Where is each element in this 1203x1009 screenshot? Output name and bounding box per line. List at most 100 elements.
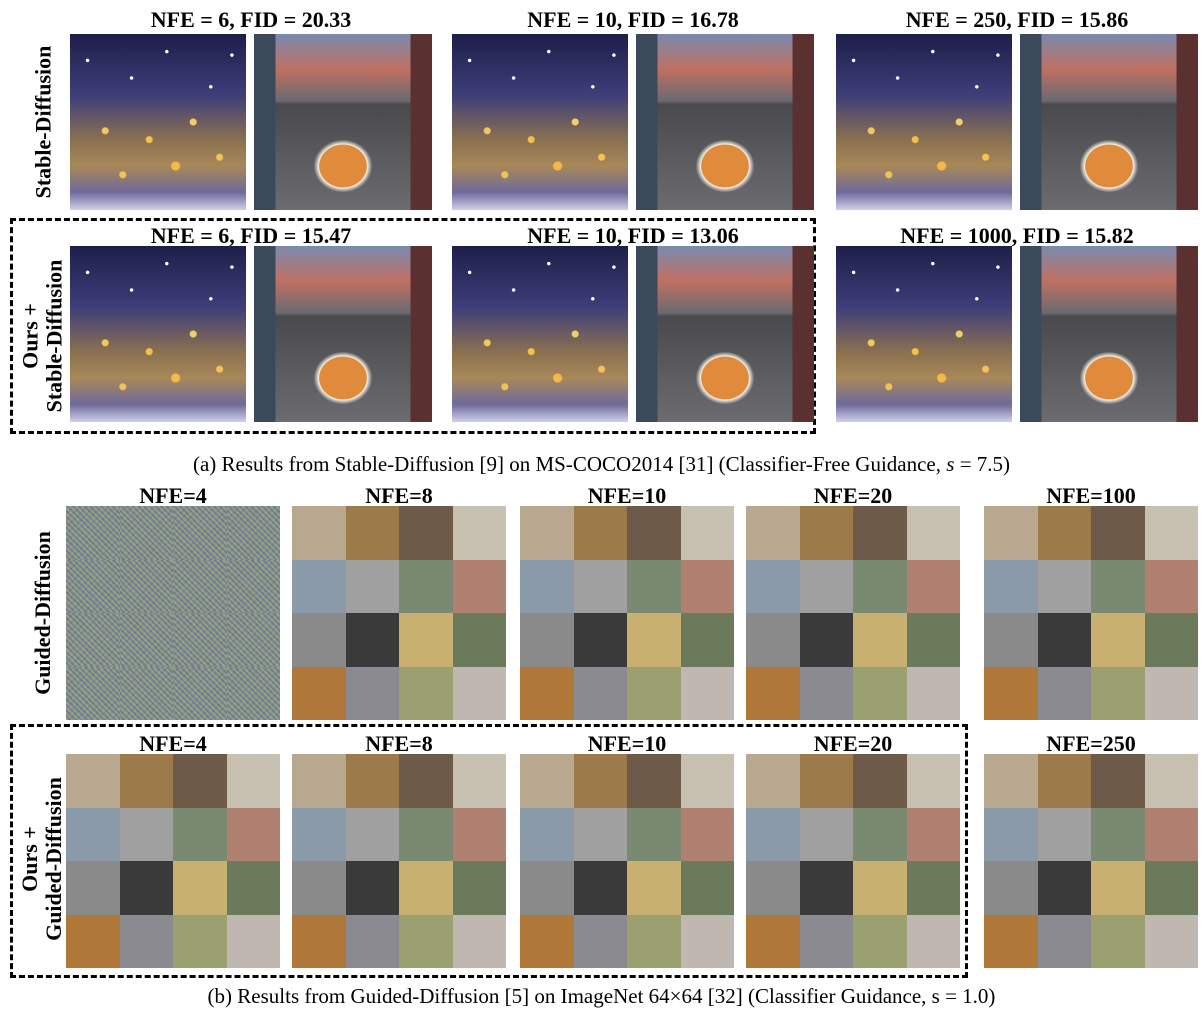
grid-tile <box>984 613 1038 667</box>
grid-tile <box>573 914 627 968</box>
grid-tile <box>1144 506 1198 560</box>
grid-tile <box>66 754 120 808</box>
grid-tile <box>1144 754 1198 808</box>
grid-tile <box>1091 754 1145 808</box>
grid-tile <box>119 807 173 861</box>
grid-tile <box>906 666 960 720</box>
grid-tile <box>1037 914 1091 968</box>
grid-tile <box>853 914 907 968</box>
image-village <box>70 34 246 210</box>
grid-tile <box>984 807 1038 861</box>
image-corgi-street <box>1020 34 1198 210</box>
grid-tile <box>292 754 346 808</box>
grid-tile <box>573 754 627 808</box>
grid-tile <box>906 807 960 861</box>
grid-tile <box>292 807 346 861</box>
grid-tile <box>853 559 907 613</box>
image-village <box>836 34 1012 210</box>
header-ours-gd-nfe20: NFE=20 <box>813 731 893 756</box>
grid-tile <box>66 613 120 667</box>
grid-tile <box>799 754 853 808</box>
grid-tile <box>680 754 734 808</box>
grid-tile <box>906 506 960 560</box>
image-village <box>70 246 246 422</box>
grid-tile <box>399 613 453 667</box>
grid-tile <box>1091 666 1145 720</box>
grid-tile <box>906 861 960 915</box>
grid-tile <box>680 861 734 915</box>
grid-tile <box>680 559 734 613</box>
grid-tile <box>292 914 346 968</box>
grid-tile <box>799 559 853 613</box>
grid-tile <box>226 666 280 720</box>
image-corgi-street <box>1020 246 1198 422</box>
grid-tile <box>399 807 453 861</box>
image-grid <box>746 754 960 968</box>
grid-tile <box>627 613 681 667</box>
grid-tile <box>452 807 506 861</box>
grid-tile <box>292 559 346 613</box>
grid-tile <box>746 506 800 560</box>
grid-tile <box>680 506 734 560</box>
grid-tile <box>345 559 399 613</box>
image-village <box>452 34 628 210</box>
grid-tile <box>906 754 960 808</box>
grid-tile <box>399 506 453 560</box>
grid-tile <box>627 559 681 613</box>
grid-tile <box>452 914 506 968</box>
grid-tile <box>520 666 574 720</box>
grid-tile <box>66 807 120 861</box>
image-grid <box>292 754 506 968</box>
grid-tile <box>173 807 227 861</box>
header-sd-nfe6: NFE = 6, FID = 20.33 <box>150 7 352 32</box>
grid-tile <box>452 559 506 613</box>
image-grid <box>984 506 1198 720</box>
grid-tile <box>853 613 907 667</box>
grid-tile <box>345 613 399 667</box>
grid-tile <box>226 506 280 560</box>
grid-tile <box>119 914 173 968</box>
grid-tile <box>984 861 1038 915</box>
grid-tile <box>799 506 853 560</box>
grid-tile <box>1144 914 1198 968</box>
grid-tile <box>746 861 800 915</box>
grid-tile <box>853 861 907 915</box>
grid-tile <box>399 861 453 915</box>
grid-tile <box>1091 861 1145 915</box>
grid-tile <box>1037 506 1091 560</box>
grid-tile <box>853 506 907 560</box>
grid-tile <box>853 754 907 808</box>
caption-b: (b) Results from Guided-Diffusion [5] on… <box>207 984 996 1008</box>
grid-tile <box>452 754 506 808</box>
header-gd-nfe10: NFE=10 <box>587 483 667 508</box>
grid-tile <box>226 613 280 667</box>
image-grid <box>520 506 734 720</box>
grid-tile <box>799 861 853 915</box>
grid-tile <box>746 807 800 861</box>
header-ours-gd-nfe250: NFE=250 <box>1046 731 1136 756</box>
image-grid <box>746 506 960 720</box>
image-village <box>452 246 628 422</box>
header-ours-gd-nfe10: NFE=10 <box>587 731 667 756</box>
grid-tile <box>399 559 453 613</box>
grid-tile <box>680 666 734 720</box>
grid-tile <box>119 861 173 915</box>
grid-tile <box>173 666 227 720</box>
grid-tile <box>452 861 506 915</box>
grid-tile <box>746 613 800 667</box>
grid-tile <box>345 861 399 915</box>
grid-tile <box>984 914 1038 968</box>
grid-tile <box>680 807 734 861</box>
grid-tile <box>119 666 173 720</box>
grid-tile <box>173 861 227 915</box>
grid-tile <box>66 559 120 613</box>
grid-tile <box>292 613 346 667</box>
grid-tile <box>452 506 506 560</box>
image-village <box>836 246 1012 422</box>
header-gd-nfe8: NFE=8 <box>365 483 433 508</box>
grid-tile <box>292 861 346 915</box>
header-ours-sd-nfe1000: NFE = 1000, FID = 15.82 <box>900 223 1134 248</box>
grid-tile <box>452 613 506 667</box>
grid-tile <box>627 914 681 968</box>
grid-tile <box>66 861 120 915</box>
